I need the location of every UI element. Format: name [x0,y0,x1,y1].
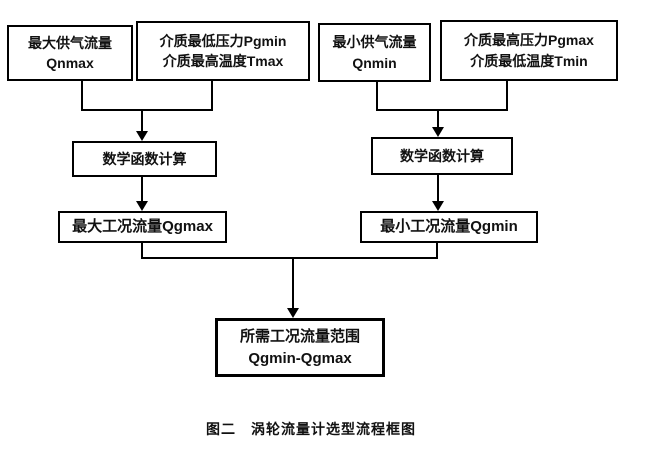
node-medium-max-pressure-min-temp: 介质最高压力Pgmax 介质最低温度Tmin [440,20,618,81]
node-qgmax: 最大工况流量Qgmax [58,211,227,243]
connector-left-merge-h [81,109,213,111]
arrowhead-calc-to-qgmax [136,201,148,211]
node-label: 最小工况流量Qgmin [380,218,518,236]
node-max-supply-flow: 最大供气流量 Qnmax [7,25,133,81]
node-label: 数学函数计算 [102,150,187,167]
node-qgmin: 最小工况流量Qgmin [360,211,538,243]
connector-bottom-merge-v1 [141,243,143,259]
node-label: 最小供气流量 [332,34,417,51]
connector-calc-to-qgmin [437,175,439,202]
connector-bottom-merge-h [141,257,438,259]
connector-bottom-merge-v2 [436,243,438,259]
node-math-calc-left: 数学函数计算 [72,141,217,177]
connector-right-merge-v1 [376,81,378,111]
connector-merge-to-result [292,259,294,309]
node-label: 数学函数计算 [400,147,484,164]
node-label: Qnmax [46,55,94,71]
connector-left-merge-v2 [211,79,213,111]
node-label: 最大工况流量Qgmax [72,218,213,236]
node-result-flow-range: 所需工况流量范围 Qgmin-Qgmax [215,318,385,377]
arrowhead-merge-to-result [287,308,299,318]
node-label: 所需工况流量范围 [239,327,360,345]
node-label: Qgmin-Qgmax [248,349,352,367]
connector-right-merge-v2 [506,80,508,111]
node-label: 介质最高温度Tmax [162,53,284,69]
node-label: 介质最低压力Pgmin [159,32,287,49]
connector-right-to-calc [437,111,439,128]
arrowhead-calc-to-qgmin [432,201,444,211]
connector-right-merge-h [376,109,508,111]
node-medium-min-pressure-max-temp: 介质最低压力Pgmin 介质最高温度Tmax [136,21,310,81]
node-label: Qnmin [352,54,397,71]
figure-caption: 图二 涡轮流量计选型流程框图 [206,421,416,437]
arrowhead-left-to-calc [136,131,148,141]
node-min-supply-flow: 最小供气流量 Qnmin [318,23,431,82]
node-label: 介质最高压力Pgmax [464,32,594,49]
arrowhead-right-to-calc [432,127,444,137]
connector-left-to-calc [141,111,143,132]
node-label: 最大供气流量 [28,34,112,51]
node-math-calc-right: 数学函数计算 [371,137,513,175]
node-label: 介质最低温度Tmin [470,52,588,69]
connector-calc-to-qgmax [141,177,143,202]
connector-left-merge-v1 [81,80,83,111]
